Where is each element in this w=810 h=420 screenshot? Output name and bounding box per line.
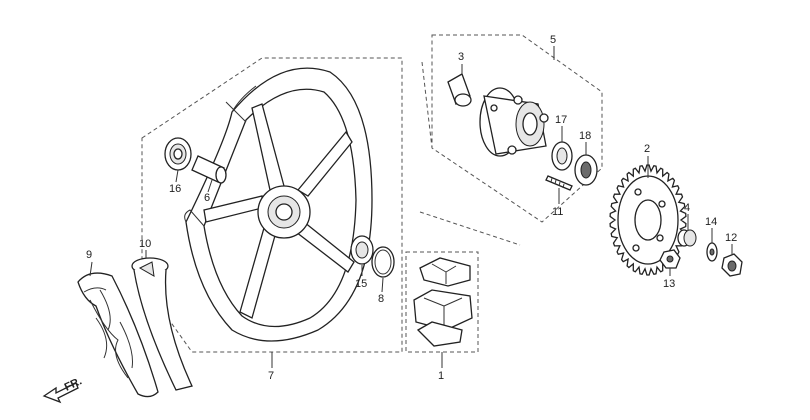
callout-7: 7: [268, 370, 274, 382]
collar-4: [677, 229, 697, 247]
o-ring-8: [371, 246, 395, 278]
callout-18: 18: [579, 130, 591, 142]
stud-bolt-11: [545, 175, 573, 191]
arrow-icon: [42, 382, 79, 404]
callout-5: 5: [550, 34, 556, 46]
callout-11: 11: [552, 206, 563, 218]
leader-lines: [89, 46, 733, 368]
callout-1: 1: [438, 370, 444, 382]
callout-12: 12: [725, 232, 737, 244]
damper-group-frame: [405, 251, 479, 353]
oil-seal-18: [574, 154, 598, 186]
callout-9: 9: [86, 249, 92, 261]
callout-2: 2: [644, 143, 650, 155]
inner-tube: [131, 257, 193, 391]
nut-13: [659, 249, 681, 269]
final-driven-sprocket: [609, 164, 687, 276]
tire: [77, 272, 159, 398]
callout-17: 17: [555, 114, 567, 126]
driven-flange: [479, 87, 549, 157]
bearing-16: [164, 137, 192, 171]
bearing-17: [551, 141, 573, 171]
callouts: 16 6 7 8 9 10 15 1 3 5 17 18 11 2 4 14 1…: [86, 34, 737, 382]
collar-3: [447, 73, 472, 107]
cast-wheel-rim: [184, 67, 373, 342]
callout-16: 16: [169, 183, 181, 195]
callout-6: 6: [204, 192, 210, 204]
callout-14: 14: [705, 216, 717, 228]
spacer-collar-6: [191, 155, 227, 184]
callout-4: 4: [684, 202, 690, 214]
bearing-15: [350, 235, 374, 265]
callout-13: 13: [663, 278, 675, 290]
callout-3: 3: [458, 51, 464, 63]
callout-15: 15: [355, 278, 367, 290]
callout-8: 8: [378, 293, 384, 305]
callout-10: 10: [139, 238, 151, 250]
front-label: FR.: [63, 375, 84, 393]
damper-rubbers: [413, 257, 473, 347]
washer-14: [706, 242, 718, 262]
nut-12: [721, 253, 743, 277]
front-direction-arrow: FR.: [42, 375, 84, 404]
